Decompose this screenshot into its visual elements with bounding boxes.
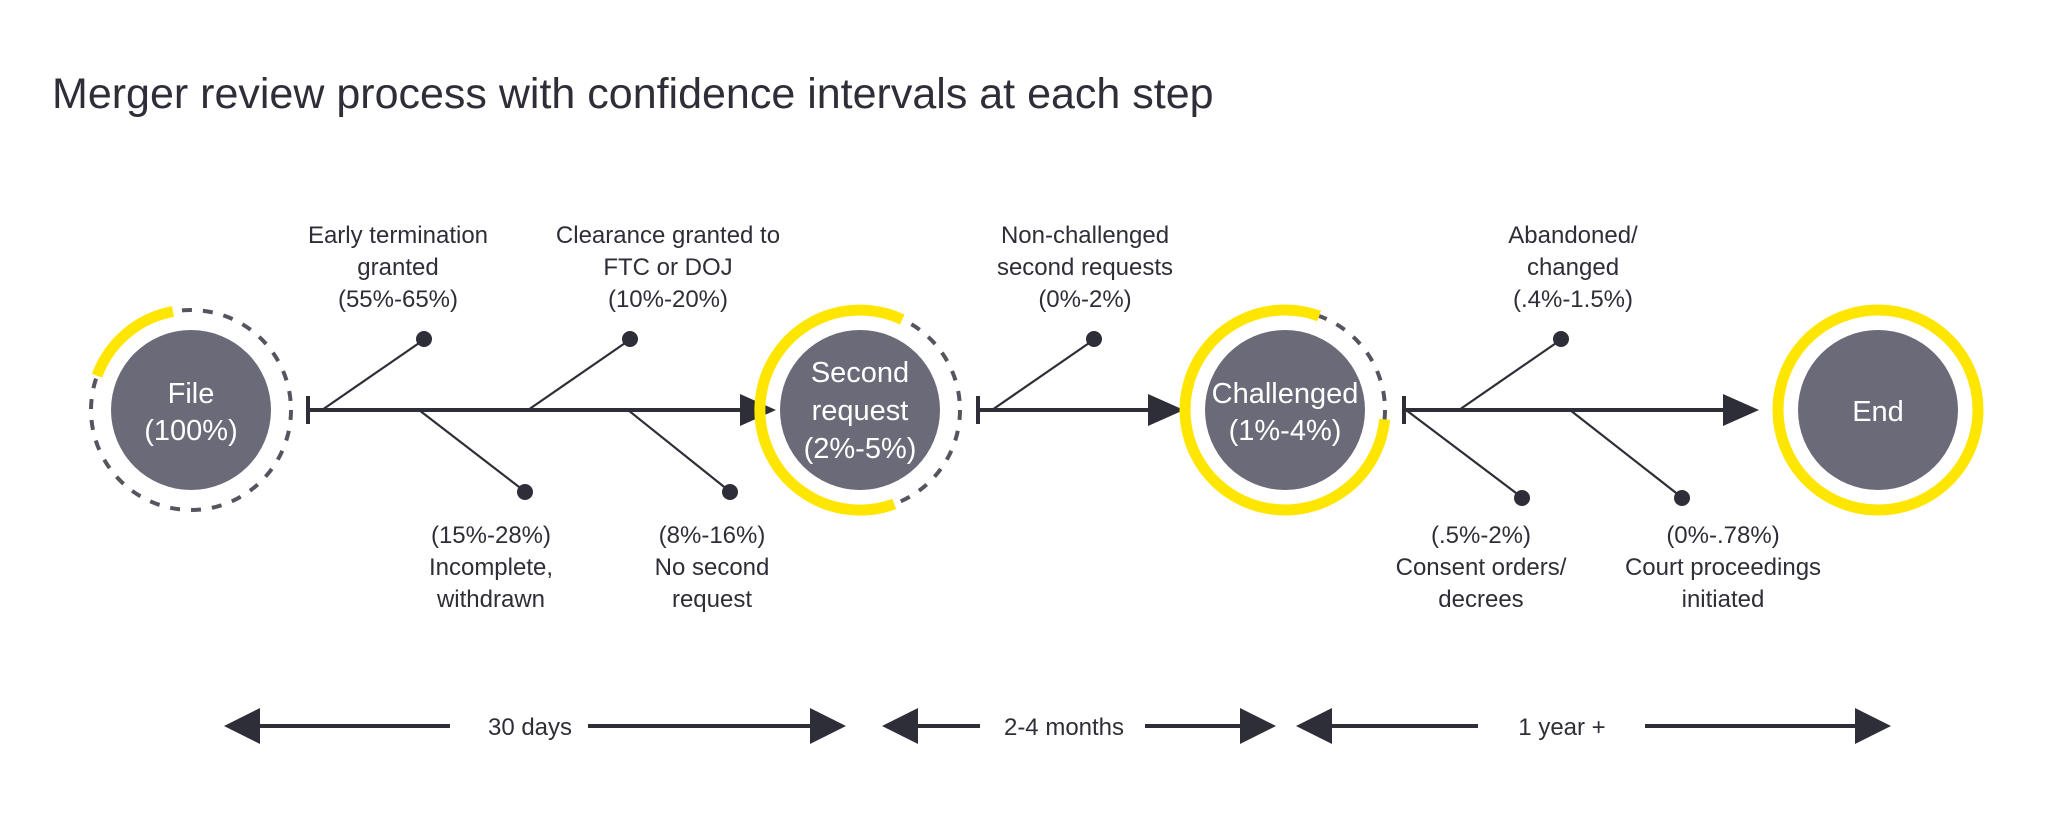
clearance-granted-line2: FTC or DOJ [603,254,732,281]
consent-orders-leader [1405,409,1521,497]
branch-court-proceedings[interactable]: (0%-.78%) Court proceedings initiated [1569,409,1821,613]
page-title: Merger review process with confidence in… [52,70,1214,118]
early-termination-line1: Early termination [308,222,488,249]
clearance-granted-leader [527,340,629,411]
challenged-circle [1205,330,1365,490]
incomplete-withdrawn-dot [517,484,533,500]
branch-incomplete-withdrawn[interactable]: (15%-28%) Incomplete, withdrawn [418,409,553,613]
non-challenged-leader [991,340,1093,411]
second-request-label-line3: (2%-5%) [804,433,917,465]
consent-orders-line2: Consent orders/ [1396,554,1567,581]
spine-arrow-2 [1148,394,1184,426]
consent-orders-line1: (.5%-2%) [1431,522,1531,549]
no-second-request-line3: request [672,586,752,613]
court-proceedings-line3: initiated [1682,586,1765,613]
no-second-request-dot [722,484,738,500]
end-yellow-ring [1772,304,1984,516]
timeline-stage-2: 2-4 months [882,708,1276,744]
non-challenged-line2: second requests [997,254,1173,281]
branch-early-termination[interactable]: Early termination granted (55%-65%) [308,222,488,411]
branch-consent-orders[interactable]: (.5%-2%) Consent orders/ decrees [1396,409,1567,613]
timeline-1-label: 30 days [488,714,572,741]
file-label-line2: (100%) [144,415,238,447]
timeline-3-label: 1 year + [1518,714,1605,741]
challenged-yellow-arc [1179,304,1391,516]
abandoned-changed-line3: (.4%-1.5%) [1513,286,1633,313]
file-dashed-ring [89,308,293,512]
second-request-label-line2: request [812,395,909,427]
early-termination-leader [321,340,423,411]
second-request-circle [780,330,940,490]
spine-arrow-3 [1723,394,1759,426]
node-end[interactable]: End [1772,304,1984,516]
branch-no-second-request[interactable]: (8%-16%) No second request [627,409,770,613]
no-second-request-leader [627,409,729,491]
incomplete-withdrawn-leader [418,409,524,491]
node-second-request[interactable]: Second request (2%-5%) [754,304,962,516]
second-request-yellow-arc [754,304,905,516]
challenged-label-line2: (1%-4%) [1229,415,1342,447]
timeline-stage-1: 30 days [224,708,846,744]
early-termination-line2: granted [357,254,438,281]
challenged-label-line1: Challenged [1212,378,1359,410]
end-label: End [1852,396,1904,428]
timeline-2-label: 2-4 months [1004,714,1124,741]
incomplete-withdrawn-line2: Incomplete, [429,554,553,581]
file-yellow-arc [91,306,175,378]
consent-orders-line3: decrees [1438,586,1523,613]
end-circle [1798,330,1958,490]
clearance-granted-line1: Clearance granted to [556,222,780,249]
court-proceedings-leader [1569,409,1681,497]
incomplete-withdrawn-line1: (15%-28%) [431,522,551,549]
early-termination-dot [416,331,432,347]
non-challenged-line1: Non-challenged [1001,222,1169,249]
court-proceedings-dot [1674,490,1690,506]
branch-non-challenged[interactable]: Non-challenged second requests (0%-2%) [991,222,1173,411]
file-circle [111,330,271,490]
file-label-line1: File [168,378,215,410]
node-challenged[interactable]: Challenged (1%-4%) [1179,304,1391,516]
second-request-label-line1: Second [811,357,909,389]
early-termination-line3: (55%-65%) [338,286,458,313]
clearance-granted-line3: (10%-20%) [608,286,728,313]
branch-abandoned-changed[interactable]: Abandoned/ changed (.4%-1.5%) [1458,222,1638,411]
no-second-request-line2: No second [655,554,770,581]
consent-orders-dot [1514,490,1530,506]
court-proceedings-line2: Court proceedings [1625,554,1821,581]
timeline-stage-3: 1 year + [1296,708,1891,744]
clearance-granted-dot [622,331,638,347]
non-challenged-dot [1086,331,1102,347]
abandoned-changed-line2: changed [1527,254,1619,281]
branch-clearance-granted[interactable]: Clearance granted to FTC or DOJ (10%-20%… [527,222,780,411]
non-challenged-line3: (0%-2%) [1038,286,1131,313]
abandoned-changed-leader [1458,340,1560,411]
no-second-request-line1: (8%-16%) [659,522,766,549]
abandoned-changed-line1: Abandoned/ [1508,222,1638,249]
incomplete-withdrawn-line3: withdrawn [436,586,545,613]
abandoned-changed-dot [1553,331,1569,347]
node-file[interactable]: File (100%) [89,306,293,512]
court-proceedings-line1: (0%-.78%) [1666,522,1779,549]
